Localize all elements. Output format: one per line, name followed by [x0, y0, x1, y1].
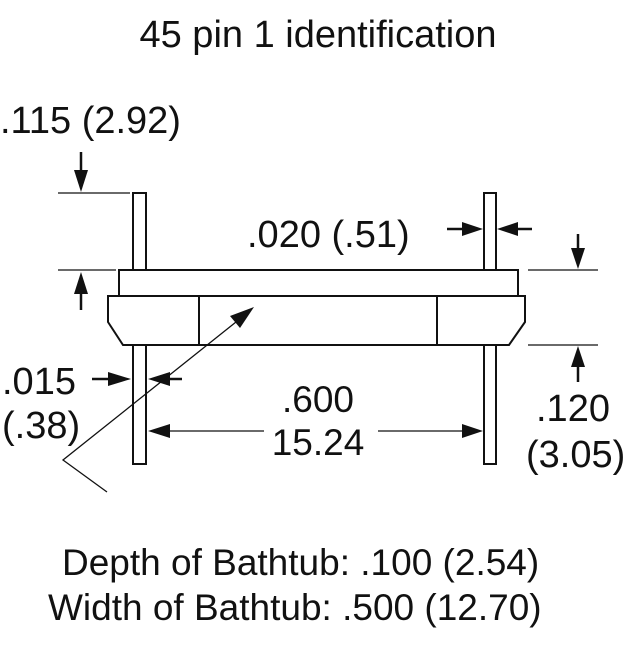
dim-span-inch: .600 — [282, 379, 354, 420]
top-offset-dimension — [58, 152, 130, 310]
package-body — [107, 269, 526, 346]
note-depth: Depth of Bathtub: .100 (2.54) — [62, 542, 539, 583]
bathtub-leader — [61, 307, 254, 493]
arrowhead-icon — [74, 170, 88, 192]
dim-span-mm: 15.24 — [272, 422, 365, 463]
arrowhead-icon — [497, 222, 518, 236]
dim-pin-width: .020 (.51) — [247, 214, 410, 256]
left-pin-lower — [132, 344, 147, 465]
note-width: Width of Bathtub: .500 (12.70) — [48, 587, 542, 628]
arrowhead-icon — [74, 272, 88, 294]
dim-right-height-mm: (3.05) — [526, 434, 625, 476]
arrowhead-icon — [148, 372, 170, 386]
arrowhead-icon — [108, 372, 131, 386]
right-height-dimension — [528, 234, 598, 382]
title: 45 pin 1 identification — [139, 14, 496, 56]
arrowhead-icon — [148, 424, 170, 438]
right-pin-lower — [483, 344, 497, 465]
arrowhead-icon — [571, 248, 585, 269]
left-pin-upper — [132, 192, 147, 271]
dim-top-offset: .115 (2.92) — [0, 100, 181, 142]
arrowhead-icon — [462, 222, 483, 236]
dim-left-pin-mm: (.38) — [2, 405, 80, 447]
span-dimension — [148, 424, 483, 438]
arrowhead-icon — [571, 346, 585, 367]
pin-width-dimension — [447, 222, 532, 236]
left-pin-dimension — [92, 372, 182, 386]
arrowhead-icon — [462, 424, 483, 438]
dim-left-pin: .015 — [2, 361, 76, 403]
right-pin-upper — [483, 192, 497, 271]
arrowhead-icon — [230, 307, 254, 328]
dim-right-height: .120 — [536, 388, 610, 430]
